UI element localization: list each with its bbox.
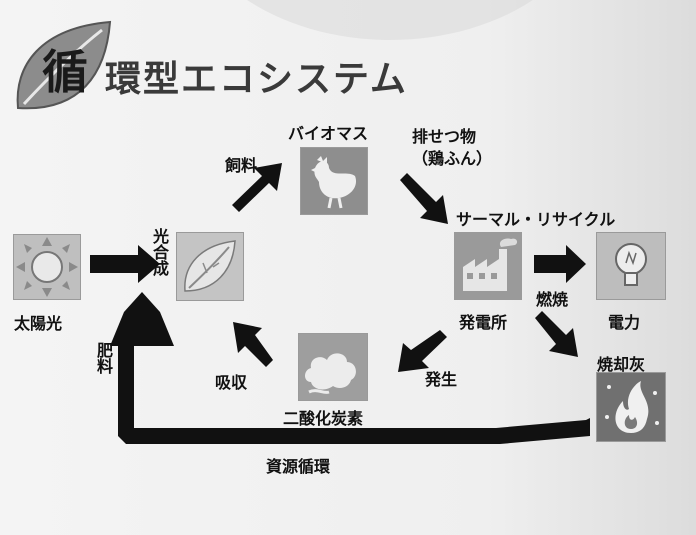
- label-resource-cycle: 資源循環: [266, 457, 331, 476]
- arrow-sun-to-leaf: [90, 245, 160, 283]
- arrow-biomass-to-plant: [400, 173, 448, 224]
- arrow-plant-to-ash: [535, 311, 578, 357]
- label-combustion: 燃焼: [536, 290, 569, 309]
- label-generation: 発生: [425, 370, 458, 389]
- label-sunlight: 太陽光: [14, 314, 63, 333]
- factory-icon: [454, 232, 522, 300]
- arrow-leaf-to-biomass: [232, 163, 282, 212]
- label-manure: 排せつ物 （鶏ふん）: [412, 127, 493, 168]
- sun-icon: [13, 234, 81, 300]
- label-biomass: バイオマス: [288, 124, 369, 143]
- label-electricity: 電力: [608, 313, 641, 332]
- diagram-title: 循 環型エコシステム: [10, 16, 480, 126]
- cloud-icon: [298, 333, 368, 401]
- arrow-resource-cycle: [110, 292, 590, 444]
- arrow-co2-to-leaf: [233, 322, 273, 367]
- label-feed: 飼料: [225, 156, 258, 175]
- label-thermal-recycle: サーマル・リサイクル: [456, 210, 616, 229]
- label-absorption: 吸収: [215, 373, 248, 392]
- fire-icon: [596, 372, 666, 442]
- arrow-plant-to-co2: [398, 330, 447, 372]
- label-fertilizer: 肥料: [94, 342, 113, 374]
- chicken-icon: [300, 147, 368, 215]
- label-co2: 二酸化炭素: [283, 409, 364, 428]
- title-leaf-icon: 循: [10, 16, 120, 121]
- leaf-icon: [176, 232, 244, 301]
- label-ash: 焼却灰: [597, 355, 646, 374]
- title-first-char: 循: [42, 45, 88, 99]
- title-text: 環型エコシステム: [105, 58, 408, 100]
- arrow-plant-to-power: [534, 245, 586, 283]
- label-power-plant: 発電所: [459, 313, 508, 332]
- label-photosynthesis: 光合成: [150, 228, 169, 276]
- lightbulb-icon: [596, 232, 666, 300]
